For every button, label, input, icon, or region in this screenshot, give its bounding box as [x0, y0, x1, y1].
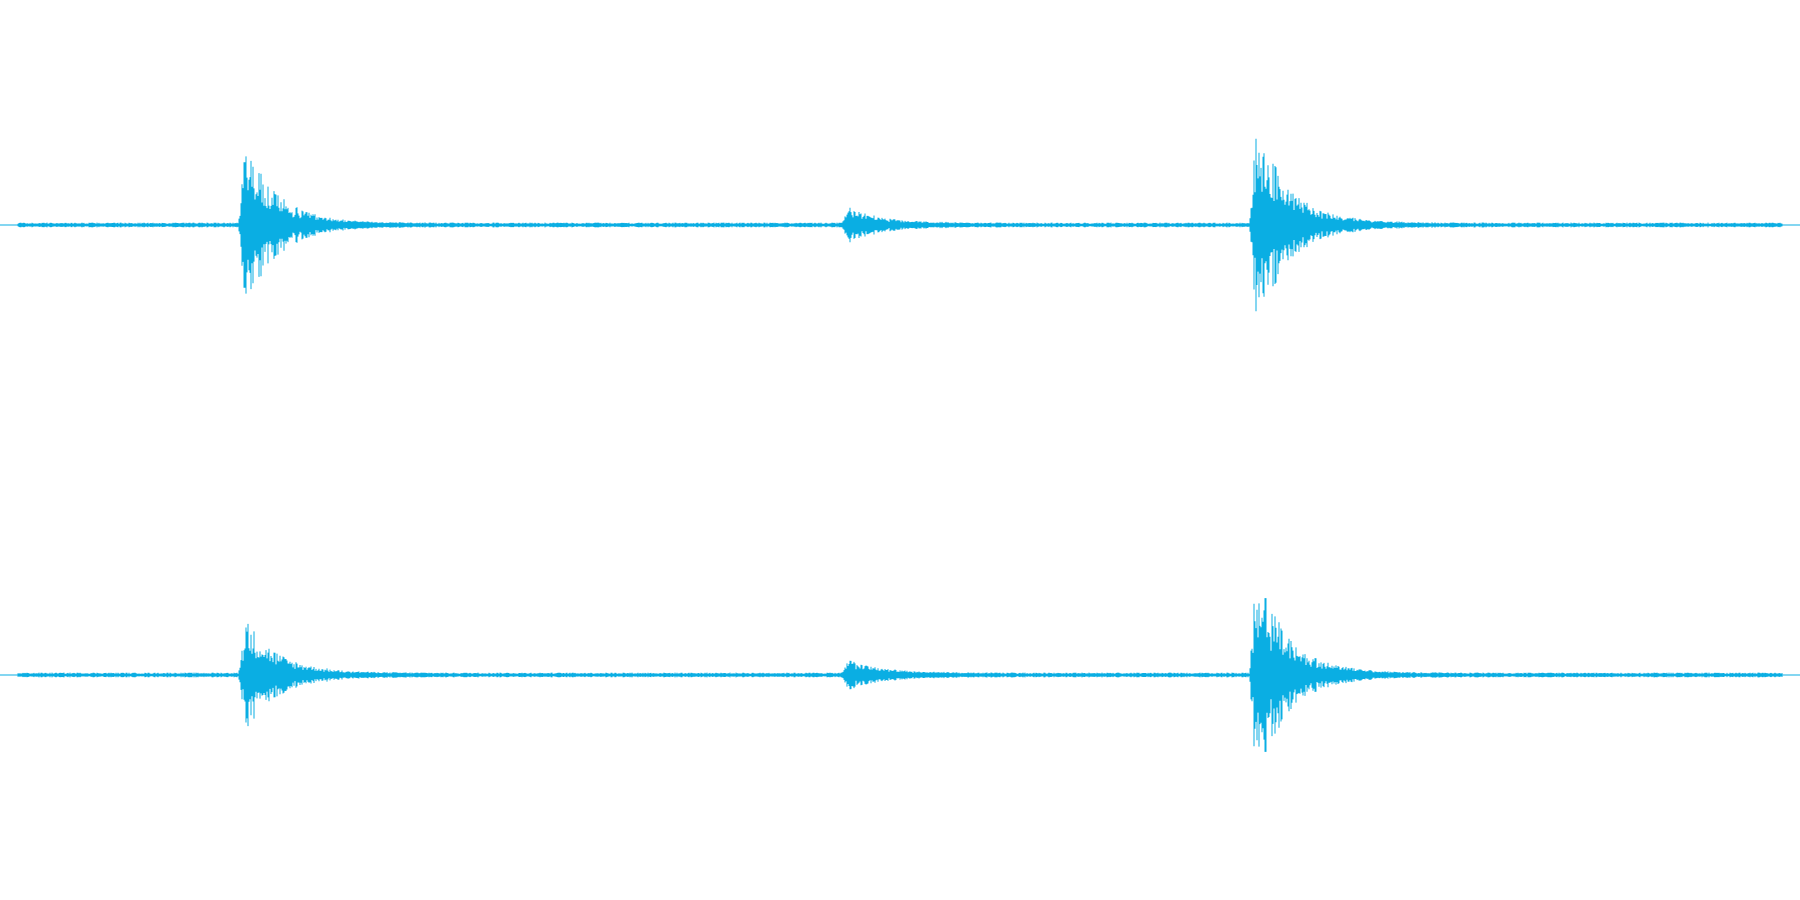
- waveform-channel-right: [0, 598, 1800, 752]
- waveform-amplitude: [17, 598, 1783, 752]
- waveform-channel-left: [0, 138, 1800, 312]
- waveform-amplitude: [17, 138, 1783, 312]
